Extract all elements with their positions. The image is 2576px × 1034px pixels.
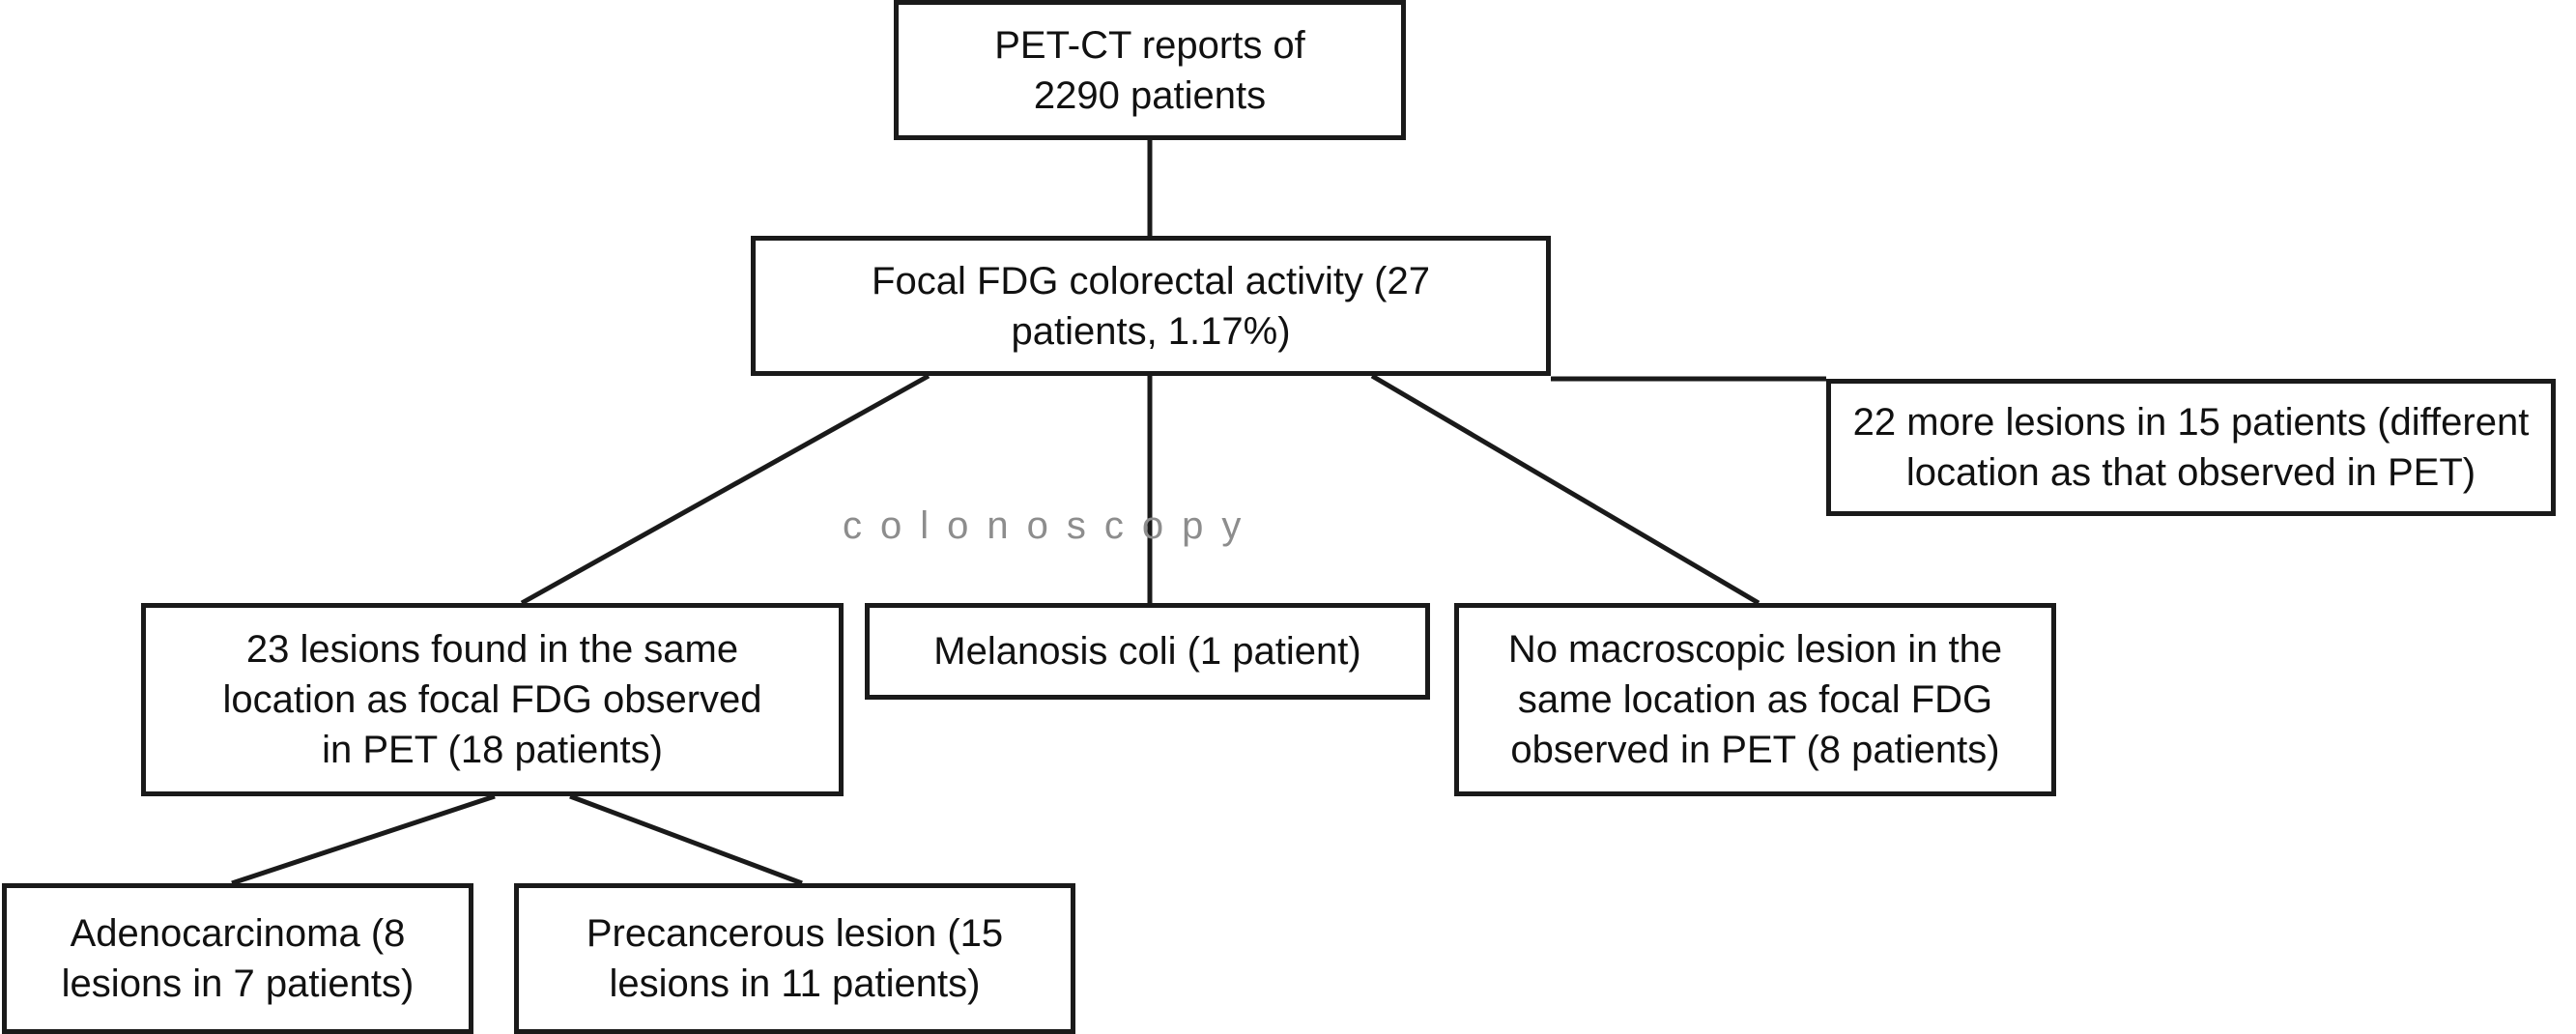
melanosis-coli-box: Melanosis coli (1 patient) bbox=[865, 603, 1430, 700]
adenocarcinoma-box-text: Adenocarcinoma (8 lesions in 7 patients) bbox=[61, 912, 415, 1005]
lesions-same-location-box: 23 lesions found in the same location as… bbox=[141, 603, 844, 796]
no-macroscopic-lesion-box-text: No macroscopic lesion in the same locati… bbox=[1507, 628, 2003, 771]
melanosis-coli-box-text: Melanosis coli (1 patient) bbox=[933, 630, 1361, 673]
focal-fdg-activity-box-text: Focal FDG colorectal activity (27 patien… bbox=[872, 259, 1430, 353]
precancerous-lesion-box-text: Precancerous lesion (15 lesions in 11 pa… bbox=[586, 912, 1004, 1005]
pet-ct-reports-box-text: PET-CT reports of 2290 patients bbox=[994, 23, 1305, 117]
adenocarcinoma-box: Adenocarcinoma (8 lesions in 7 patients) bbox=[2, 883, 473, 1034]
connector-fdg-to-lesions-same bbox=[520, 373, 930, 606]
connector-lesions-to-precancerous bbox=[569, 793, 803, 886]
precancerous-lesion-box: Precancerous lesion (15 lesions in 11 pa… bbox=[514, 883, 1075, 1034]
colonoscopy-edge-label: colonoscopy bbox=[843, 504, 1260, 547]
lesions-same-location-box-text: 23 lesions found in the same location as… bbox=[222, 628, 762, 771]
no-macroscopic-lesion-box: No macroscopic lesion in the same locati… bbox=[1454, 603, 2056, 796]
more-lesions-different-location-box: 22 more lesions in 15 patients (differen… bbox=[1826, 379, 2556, 516]
more-lesions-different-location-box-text: 22 more lesions in 15 patients (differen… bbox=[1852, 401, 2530, 494]
focal-fdg-activity-box: Focal FDG colorectal activity (27 patien… bbox=[751, 236, 1551, 376]
pet-ct-reports-box: PET-CT reports of 2290 patients bbox=[894, 0, 1406, 140]
connector-lesions-to-adenocarcinoma bbox=[231, 793, 496, 886]
connector-fdg-to-no-macroscopic bbox=[1370, 373, 1760, 606]
